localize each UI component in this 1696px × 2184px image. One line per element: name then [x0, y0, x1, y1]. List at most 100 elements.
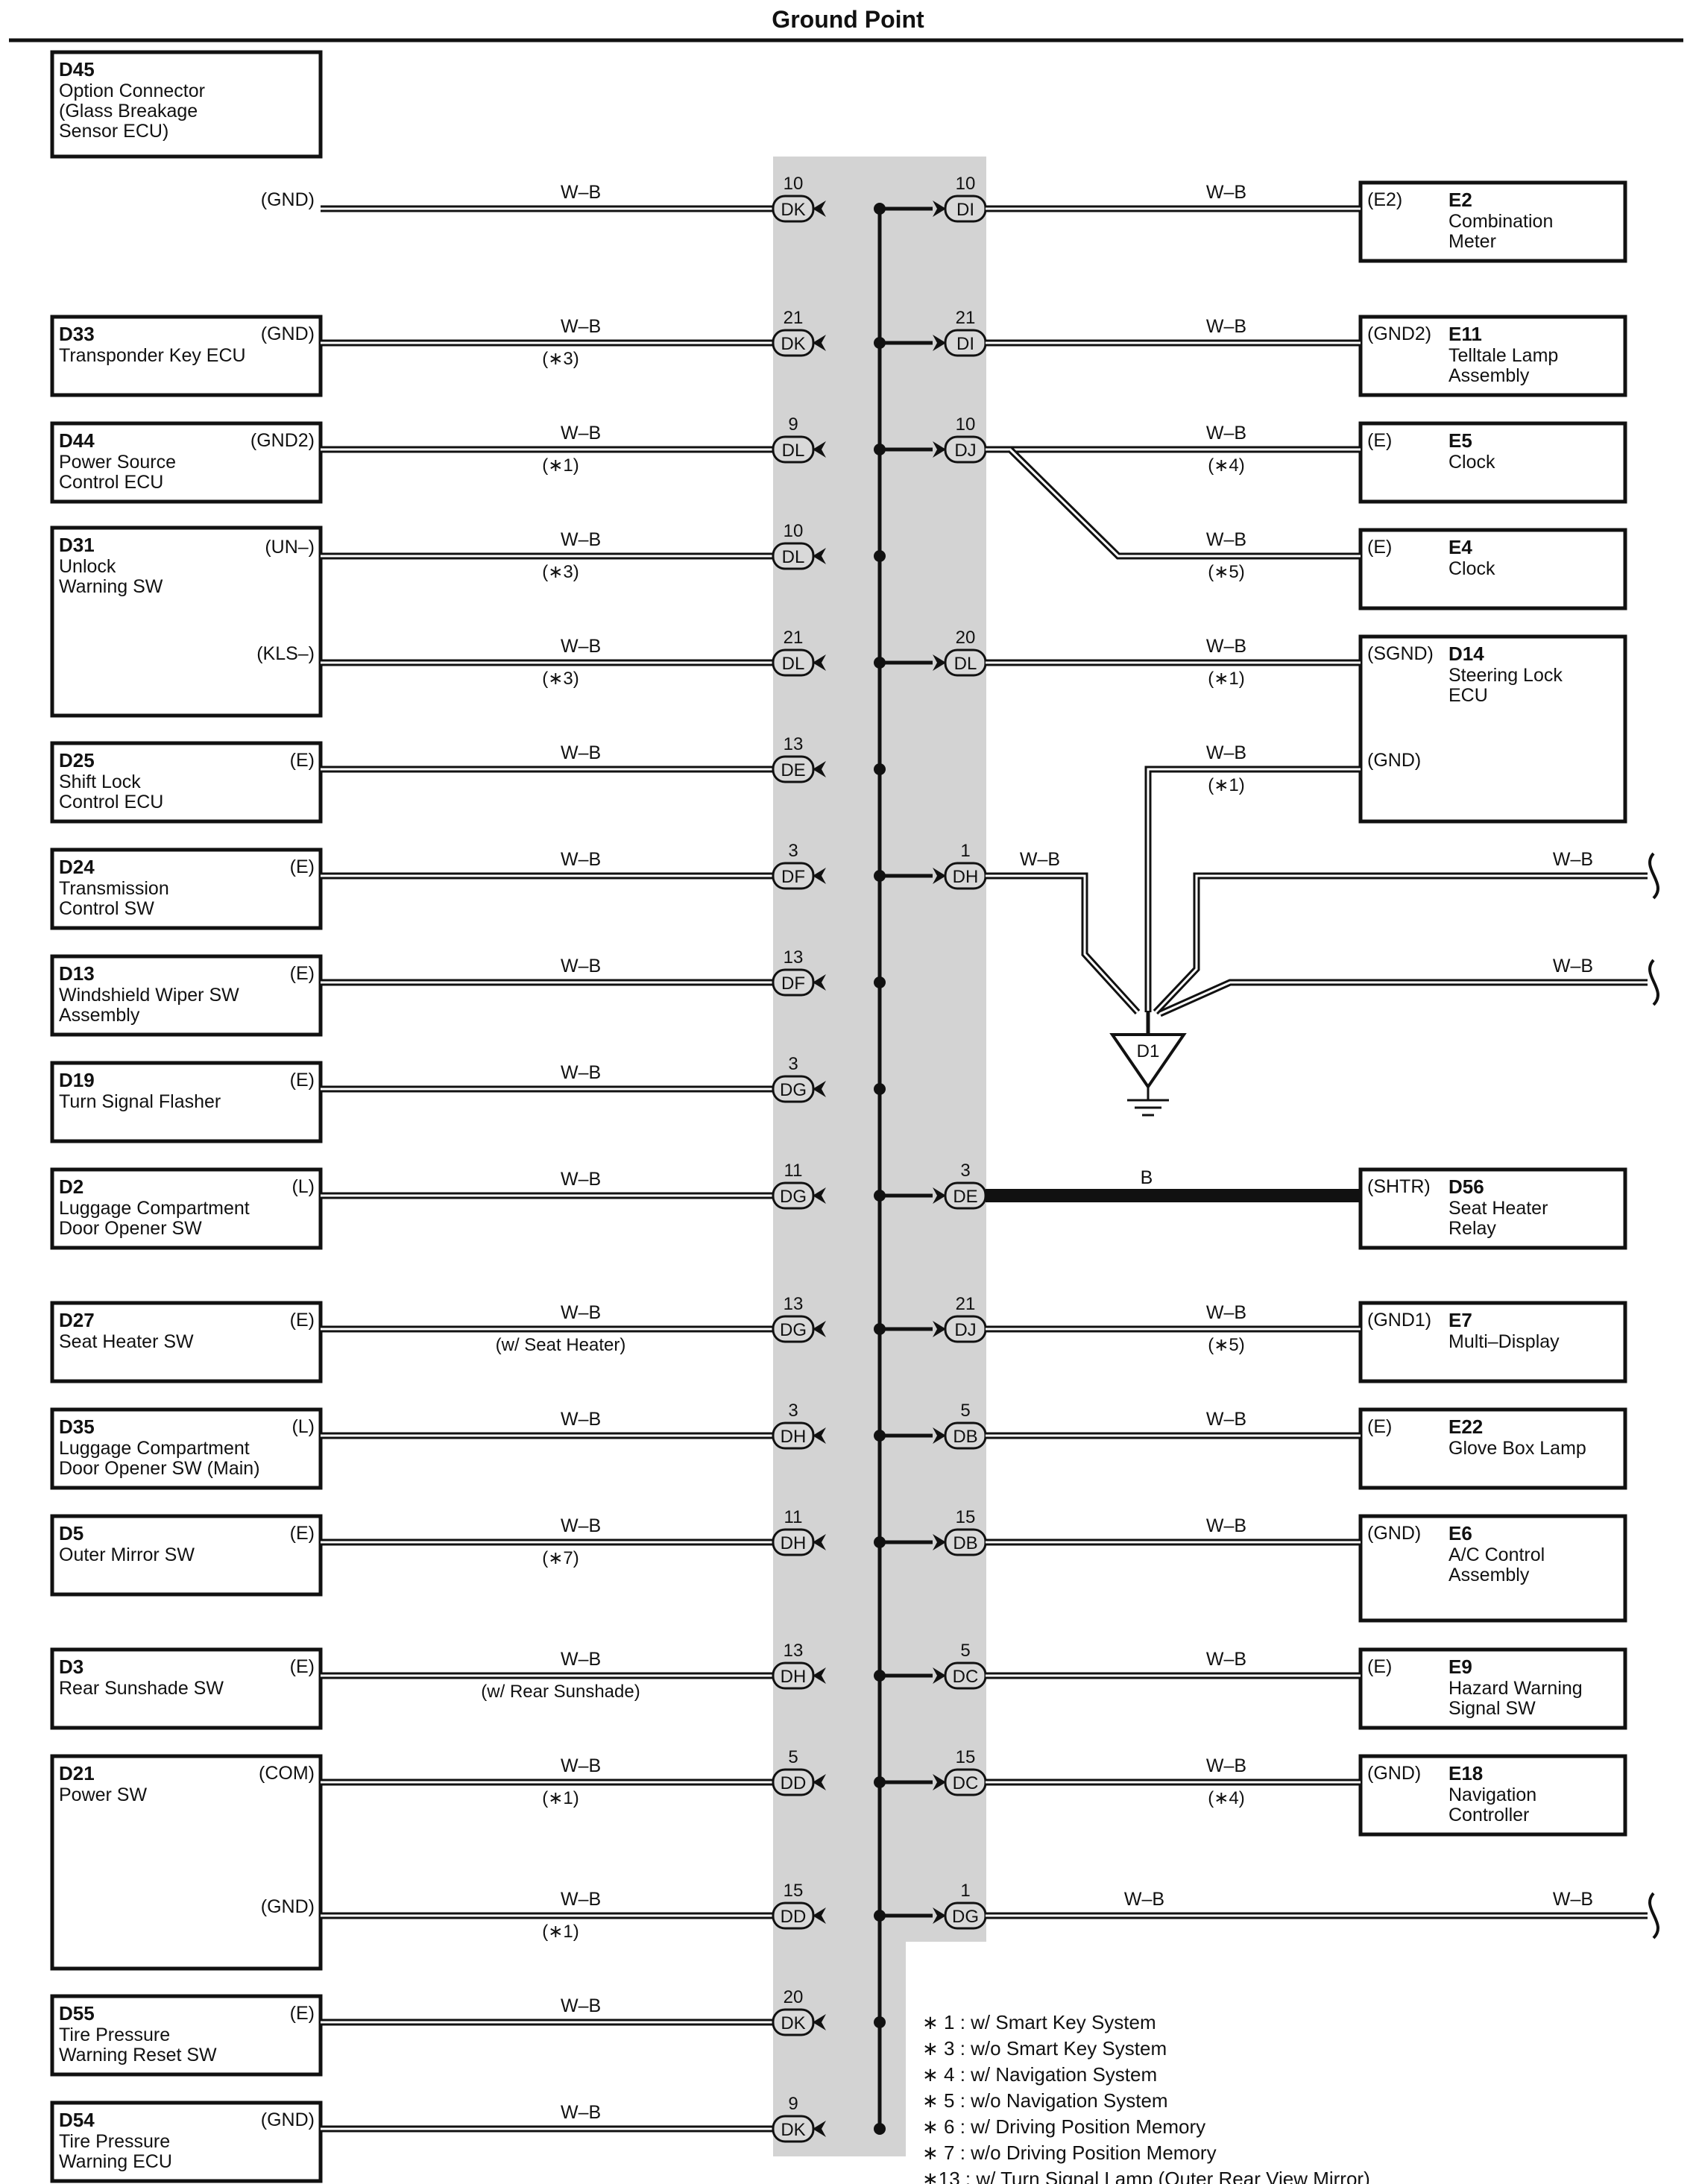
left-box-D44-code: D44 [59, 429, 95, 452]
right-box-E4 [1358, 528, 1627, 610]
right-box-E18-terminal: (GND) [1367, 1763, 1421, 1784]
left-wire-color: W–B [561, 529, 601, 550]
right-box-E18-name-line: Navigation [1448, 1784, 1536, 1805]
left-connector-arrow [813, 868, 826, 884]
right-box-D14-terminal: (GND) [1367, 750, 1421, 771]
right-box-D14-code: D14 [1448, 643, 1484, 665]
left-connector-label: DG [780, 1320, 807, 1340]
left-wire-color: W–B [561, 423, 601, 444]
legend-line: ∗ 5 : w/o Navigation System [922, 2089, 1168, 2112]
right-box-D14-name-line: ECU [1448, 685, 1488, 706]
right-box-D56-terminal: (SHTR) [1367, 1176, 1431, 1197]
right-box-E4-name-line: Clock [1448, 558, 1495, 579]
left-wire-color: W–B [561, 1302, 601, 1323]
right-wire-color: W–B [1206, 742, 1246, 763]
left-wire-note: (∗1) [542, 455, 579, 476]
right-box-E4-terminal: (E) [1367, 537, 1392, 558]
left-box-D13-name-line: Windshield Wiper SW [59, 985, 239, 1006]
right-wire-color: W–B [1206, 636, 1246, 657]
left-connector-label: DG [780, 1080, 807, 1100]
right-connector-arrow [933, 1774, 946, 1790]
left-box-D24-terminal: (E) [290, 856, 315, 877]
right-wire-color: W–B [1553, 849, 1593, 870]
left-box-D45 [50, 50, 323, 159]
right-box-E11 [1358, 315, 1627, 397]
right-box-E5-terminal: (E) [1367, 430, 1392, 451]
left-wire-note: (∗3) [542, 669, 579, 689]
left-box-D5-code: D5 [59, 1522, 83, 1544]
right-connector-pin: 21 [956, 1294, 976, 1314]
left-box-D31-terminal: (UN–) [265, 537, 315, 558]
left-box-D44-name-line: Control ECU [59, 472, 163, 493]
right-box-E7-name-line: Multi–Display [1448, 1331, 1560, 1352]
legend-line: ∗ 4 : w/ Navigation System [922, 2063, 1157, 2086]
right-box-E6-terminal: (GND) [1367, 1523, 1421, 1544]
splice-dot [874, 1083, 886, 1095]
legend-line: ∗ 3 : w/o Smart Key System [922, 2037, 1167, 2060]
left-connector-label: DE [781, 760, 805, 780]
right-connector-pin: 10 [956, 414, 976, 435]
left-box-D55-name-line: Tire Pressure [59, 2024, 170, 2045]
left-connector-arrow [813, 974, 826, 991]
right-wire-branch-E4-stripe [1009, 448, 1361, 558]
right-connector-arrow [933, 868, 946, 884]
wire-break [1648, 1892, 1659, 1940]
left-connector-label: DK [781, 200, 805, 220]
right-connector-pin: 15 [956, 1747, 976, 1767]
left-box-D25-terminal: (E) [290, 750, 315, 771]
right-box-E18-name-line: Controller [1448, 1805, 1529, 1825]
left-connector-pin: 11 [784, 1161, 803, 1181]
left-box-D21-terminal: (COM) [259, 1763, 315, 1784]
left-box-D2-name-line: Door Opener SW [59, 1218, 202, 1239]
right-box-E6-name-line: A/C Control [1448, 1544, 1545, 1565]
left-wire-color: W–B [561, 1169, 601, 1190]
right-box-E6 [1358, 1514, 1627, 1623]
left-connector-label: DG [780, 1187, 807, 1207]
left-connector-label: DH [781, 1667, 807, 1687]
right-wire-note: (∗4) [1208, 455, 1244, 476]
left-connector-pin: 3 [788, 1054, 798, 1074]
right-connector-arrow [933, 1907, 946, 1924]
left-connector-arrow [813, 1667, 826, 1684]
right-box-E9-terminal: (E) [1367, 1656, 1392, 1677]
left-connector-pin: 3 [788, 841, 798, 861]
left-box-D31-code: D31 [59, 534, 95, 556]
left-box-D35-code: D35 [59, 1416, 95, 1438]
left-connector-arrow [813, 2014, 826, 2030]
left-connector-pin: 10 [784, 174, 804, 194]
left-connector-pin: 13 [784, 1294, 804, 1314]
left-box-D2 [50, 1167, 323, 1250]
left-wire-note: (∗7) [542, 1548, 579, 1568]
left-connector-pin: 3 [788, 1401, 798, 1421]
left-box-D33-terminal: (GND) [261, 324, 315, 344]
left-connector-arrow [813, 1534, 826, 1550]
left-box-D55-name-line: Warning Reset SW [59, 2045, 217, 2065]
left-box-D19-name-line: Turn Signal Flasher [59, 1091, 221, 1112]
left-wire-color: W–B [561, 1409, 601, 1430]
right-wire-color: B [1141, 1167, 1153, 1188]
right-connector-label: DB [953, 1533, 977, 1553]
left-box-D33-name-line: Transponder Key ECU [59, 345, 246, 366]
left-connector-pin: 13 [784, 734, 804, 754]
left-box-D44-terminal: (GND2) [250, 430, 315, 451]
right-connector-pin: 3 [960, 1161, 970, 1181]
left-connector-label: DL [782, 547, 805, 567]
left-connector-pin: 21 [784, 628, 804, 648]
right-box-E22-terminal: (E) [1367, 1416, 1392, 1437]
right-wire-color: W–B [1206, 182, 1246, 203]
right-box-E2-name-line: Combination [1448, 211, 1553, 232]
left-box-D2-terminal: (L) [291, 1176, 315, 1197]
left-connector-pin: 21 [784, 308, 804, 328]
right-connector-arrow [933, 654, 946, 671]
left-box-D5-terminal: (E) [290, 1523, 315, 1544]
right-connector-pin: 5 [960, 1401, 970, 1421]
right-connector-pin: 21 [956, 308, 976, 328]
left-wire-color: W–B [561, 1515, 601, 1536]
right-wire-color: W–B [1020, 849, 1060, 870]
left-box-D27-code: D27 [59, 1309, 95, 1331]
left-box-D27 [50, 1301, 323, 1383]
left-box-D3-terminal: (E) [290, 1656, 315, 1677]
left-box-D35-name-line: Luggage Compartment [59, 1438, 250, 1459]
right-wire-color: W–B [1124, 1889, 1164, 1910]
right-wire-far-2 [1158, 979, 1648, 1017]
